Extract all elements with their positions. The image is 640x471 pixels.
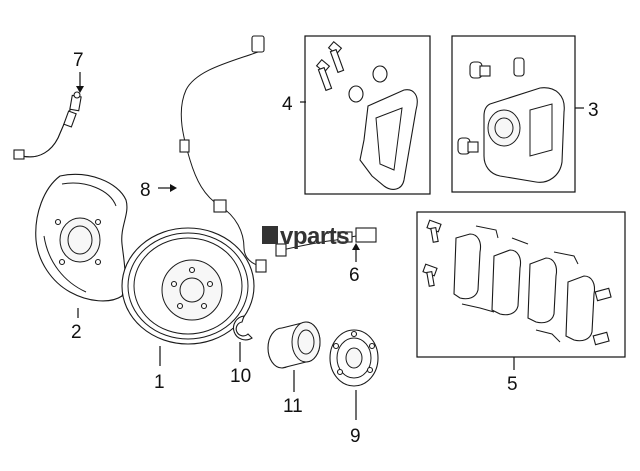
callout-4: 4 xyxy=(282,94,293,115)
brake-pad-set-box xyxy=(416,211,626,358)
callout-3: 3 xyxy=(588,100,599,121)
callout-10: 10 xyxy=(230,366,251,387)
wheel-hub-part xyxy=(329,329,379,387)
wheel-bearing-part xyxy=(267,321,321,369)
callout-11: 11 xyxy=(283,396,303,417)
callout-5: 5 xyxy=(507,374,518,395)
callout-8: 8 xyxy=(140,180,151,201)
callout-9: 9 xyxy=(350,426,361,447)
caliper-assembly-box xyxy=(451,35,576,193)
wear-sensor-part xyxy=(275,227,377,257)
callout-1: 1 xyxy=(154,372,165,393)
leader-lines xyxy=(76,72,584,420)
callout-6: 6 xyxy=(349,265,360,286)
splash-shield-part xyxy=(35,173,128,302)
caliper-assembly-part xyxy=(457,57,565,183)
brake-hose-part xyxy=(13,91,82,160)
brake-rotor-part xyxy=(121,227,255,345)
caliper-support-kit-part xyxy=(315,40,418,190)
callout-7: 7 xyxy=(73,50,84,71)
vparts-logo-text: vparts xyxy=(280,223,349,250)
callout-labels: 7 8 4 3 6 2 1 10 11 9 5 xyxy=(71,50,599,447)
vparts-logo: vparts xyxy=(262,223,350,250)
caliper-support-kit-box xyxy=(304,35,431,195)
brake-pad-set-part xyxy=(422,219,612,346)
callout-2: 2 xyxy=(71,322,82,343)
snap-ring-part xyxy=(232,315,253,341)
abs-sensor-wire-part xyxy=(179,35,267,273)
